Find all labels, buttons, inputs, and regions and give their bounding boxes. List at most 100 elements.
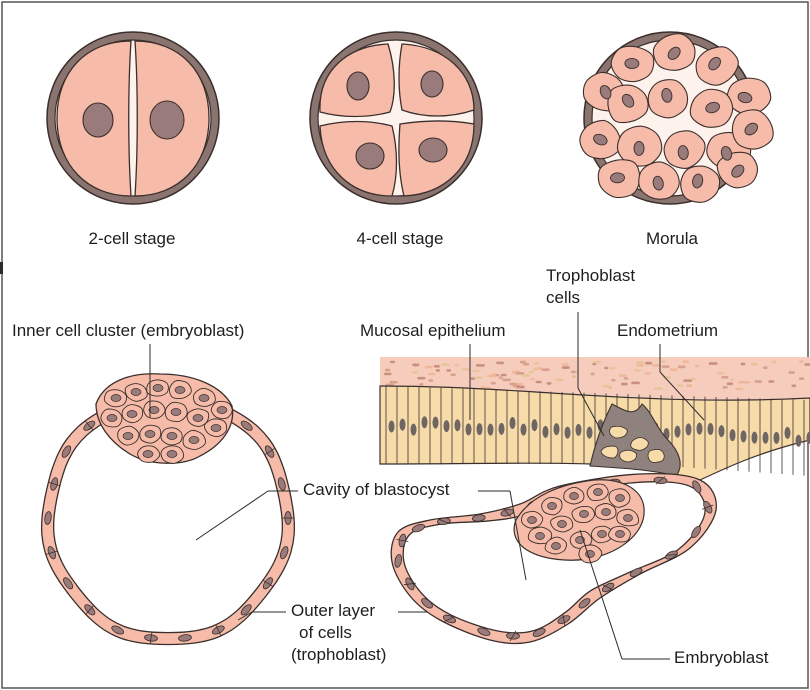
cell-boundary	[403, 582, 416, 586]
nucleus	[633, 140, 645, 156]
cell-boundary	[396, 539, 409, 542]
morula-label: Morula	[646, 229, 698, 248]
nucleus	[579, 510, 589, 518]
epithelial-nucleus	[454, 419, 461, 432]
cell-boundary	[665, 554, 678, 556]
stroma-cell	[730, 378, 735, 382]
epithelial-nucleus	[806, 431, 810, 444]
nucleus	[240, 604, 252, 616]
stroma-cell	[528, 370, 534, 374]
nucleus	[130, 388, 142, 396]
stroma-cell	[555, 378, 564, 381]
stroma-cell	[661, 365, 670, 368]
stroma-cell	[425, 365, 433, 369]
nucleus	[44, 511, 52, 525]
trophoblast-cell	[619, 449, 637, 463]
cell-boundary	[262, 579, 274, 587]
stroma-cell	[419, 383, 424, 386]
nucleus	[652, 175, 664, 191]
nucleus	[142, 450, 154, 458]
embryoblast-label: Embryoblast	[674, 648, 769, 667]
stroma-cell	[486, 386, 492, 390]
stroma-cell	[677, 365, 686, 369]
stroma-cell	[743, 381, 751, 384]
epithelial-nucleus	[509, 417, 516, 430]
nucleus	[527, 516, 537, 524]
epithelial-nucleus	[762, 431, 769, 444]
stroma-cell	[669, 368, 678, 371]
leader-line	[195, 490, 269, 541]
stroma-cell	[694, 364, 700, 368]
epithelial-nucleus	[740, 430, 747, 443]
epithelial-nucleus	[773, 431, 780, 444]
stroma-cell	[771, 360, 777, 364]
cell-boundary	[438, 518, 450, 524]
stroma-cell	[454, 364, 460, 367]
stroma-cell	[450, 373, 456, 377]
nucleus	[692, 173, 704, 189]
stroma-cell	[676, 384, 683, 387]
stroma-cell	[384, 372, 392, 376]
stroma-cell	[611, 378, 616, 382]
stroma-cell	[726, 382, 734, 386]
epithelial-nucleus	[542, 425, 549, 438]
cell-boundary	[264, 448, 275, 456]
nucleus	[731, 164, 745, 178]
stroma-cell	[590, 372, 595, 376]
stroma-cell	[735, 387, 744, 391]
stroma-cell	[603, 384, 611, 388]
nucleus	[708, 56, 721, 71]
nucleus	[170, 408, 182, 416]
nucleus	[601, 508, 611, 516]
stroma-cell	[472, 369, 480, 373]
outer-layer-label-line2: of cells	[297, 623, 354, 643]
stroma-cell	[427, 372, 436, 376]
stroma-cell	[491, 373, 496, 376]
nucleus	[547, 502, 557, 510]
stroma-cell	[740, 362, 746, 366]
stroma-cell	[384, 368, 391, 372]
nucleus	[418, 137, 448, 163]
endometrium-label: Endometrium	[617, 321, 719, 340]
stroma-cell	[751, 363, 758, 366]
nucleus	[192, 414, 204, 422]
stroma-cell	[470, 377, 475, 380]
stroma-cell	[661, 360, 666, 363]
nucleus	[166, 450, 178, 458]
epithelial-nucleus	[388, 420, 395, 433]
trophoblast-cells-label-line2: cells	[546, 288, 581, 307]
cell-boundary	[48, 481, 61, 487]
nucleus	[624, 58, 640, 69]
nucleus	[126, 410, 138, 418]
nucleus	[166, 432, 178, 440]
cell-boundary	[85, 420, 94, 431]
stroma-cell	[522, 374, 530, 377]
stroma-cell	[799, 360, 804, 363]
leader-line	[509, 490, 527, 581]
stroma-cell	[654, 387, 663, 390]
leader-line	[579, 529, 623, 660]
four-cell-stage-label: 4-cell stage	[356, 229, 444, 248]
cell-boundary	[45, 550, 58, 555]
epithelial-nucleus	[410, 423, 417, 436]
two-cell-embryo	[46, 31, 220, 205]
stroma-cell	[636, 364, 644, 367]
epithelial-nucleus	[751, 431, 758, 444]
nucleus	[178, 634, 192, 642]
stroma-cell	[535, 380, 542, 384]
nucleus	[691, 525, 702, 538]
epithelial-nucleus	[487, 423, 494, 436]
stroma-cell	[417, 376, 426, 380]
stroma-cell	[754, 380, 763, 383]
stroma-cell	[541, 368, 550, 371]
four-cell-embryo	[309, 31, 483, 205]
nucleus	[535, 532, 545, 540]
leader-line	[237, 611, 253, 621]
nucleus	[61, 445, 72, 458]
stroma-cell	[446, 369, 451, 372]
stroma-cell	[593, 360, 601, 364]
epithelial-nucleus	[674, 425, 681, 438]
stroma-cell	[791, 384, 797, 388]
nucleus	[615, 494, 625, 502]
